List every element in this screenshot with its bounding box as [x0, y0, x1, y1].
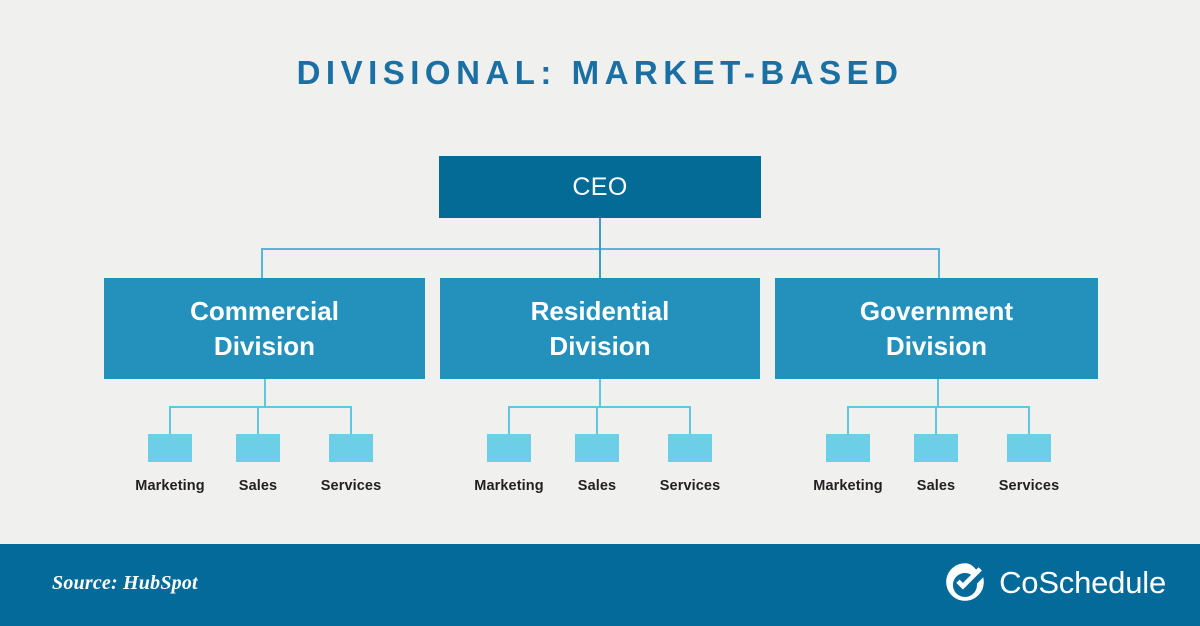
node-government-services-label: Services [998, 478, 1060, 494]
connector-residential-stem [599, 379, 601, 407]
connector-drop-residential [599, 248, 601, 279]
node-residential-division[interactable]: Residential Division [440, 278, 760, 379]
node-government-division-label-line1: Government [859, 296, 1014, 327]
node-residential-services-label: Services [659, 478, 721, 494]
node-commercial-division[interactable]: Commercial Division [104, 278, 425, 379]
connector-residential-marketing [508, 406, 510, 435]
node-government-services-chip[interactable] [1007, 434, 1051, 462]
node-residential-marketing-label: Marketing [474, 478, 544, 494]
node-commercial-services-label: Services [320, 478, 382, 494]
page-title: DIVISIONAL: MARKET-BASED [296, 54, 904, 91]
check-circle-icon [943, 560, 987, 604]
node-government-division[interactable]: Government Division [775, 278, 1098, 379]
connector-drop-commercial [261, 248, 263, 279]
node-commercial-sales-chip[interactable] [236, 434, 280, 462]
node-commercial-marketing-chip[interactable] [148, 434, 192, 462]
node-government-marketing-label: Marketing [813, 478, 883, 494]
connector-ceo-stem [599, 218, 601, 249]
connector-government-marketing [847, 406, 849, 435]
connector-commercial-bus [169, 406, 352, 408]
connector-government-stem [937, 379, 939, 407]
node-residential-sales-chip[interactable] [575, 434, 619, 462]
node-ceo[interactable]: CEO [439, 156, 761, 218]
node-commercial-sales-label: Sales [238, 478, 278, 494]
node-residential-division-label-line2: Division [549, 330, 651, 361]
brand-name: CoSchedule [999, 564, 1166, 600]
node-commercial-services-chip[interactable] [329, 434, 373, 462]
node-government-marketing-chip[interactable] [826, 434, 870, 462]
footer-bar [0, 544, 1200, 626]
connector-government-bus [847, 406, 1030, 408]
connector-government-sales [935, 406, 937, 435]
connector-residential-services [689, 406, 691, 435]
connector-drop-government [938, 248, 940, 279]
connector-residential-bus [508, 406, 691, 408]
node-ceo-label: CEO [572, 172, 628, 201]
connector-commercial-sales [257, 406, 259, 435]
node-government-sales-label: Sales [916, 478, 956, 494]
source-attribution: Source: HubSpot [52, 572, 198, 594]
node-residential-sales-label: Sales [577, 478, 617, 494]
connector-commercial-services [350, 406, 352, 435]
node-commercial-division-label-line2: Division [213, 330, 316, 361]
node-residential-division-label-line1: Residential [530, 296, 670, 327]
node-residential-marketing-chip[interactable] [487, 434, 531, 462]
node-government-division-label-line2: Division [885, 330, 988, 361]
node-government-sales-chip[interactable] [914, 434, 958, 462]
brand-lockup: CoSchedule [943, 560, 1166, 604]
connector-commercial-marketing [169, 406, 171, 435]
connector-residential-sales [596, 406, 598, 435]
node-commercial-marketing-label: Marketing [135, 478, 205, 494]
connector-government-services [1028, 406, 1030, 435]
node-commercial-division-label-line1: Commercial [190, 296, 339, 327]
node-residential-services-chip[interactable] [668, 434, 712, 462]
connector-commercial-stem [264, 379, 266, 407]
